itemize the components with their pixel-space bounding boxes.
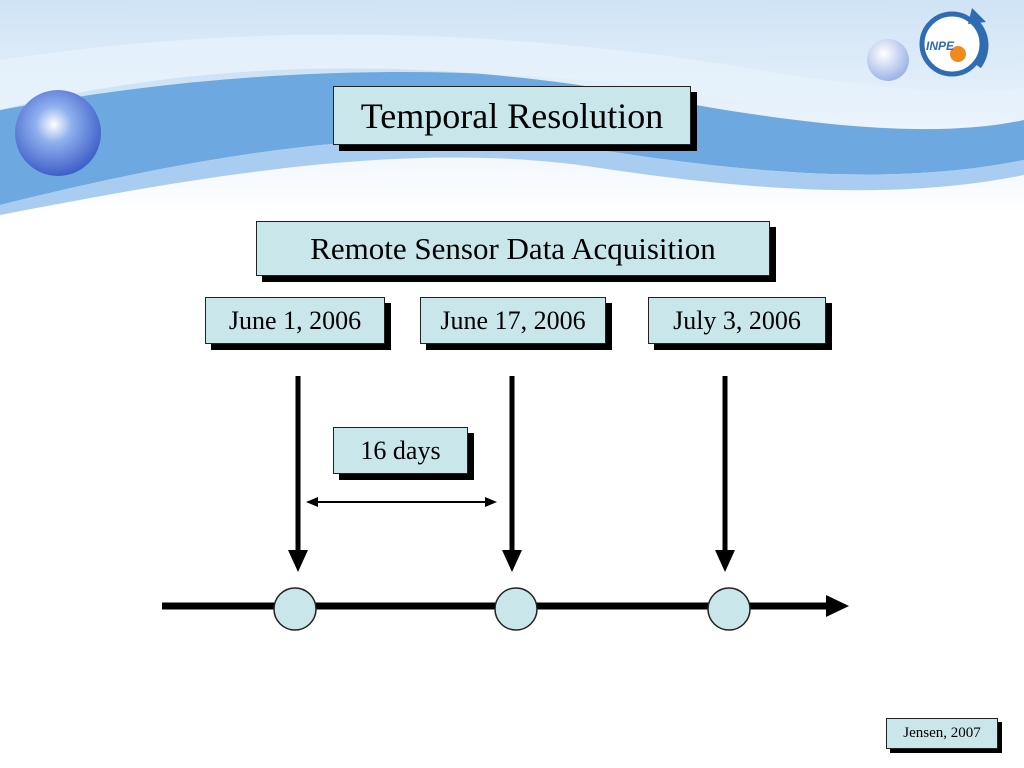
date-label-1: June 1, 2006 [205,297,385,344]
citation: Jensen, 2007 [886,718,998,749]
diagram-subtitle: Remote Sensor Data Acquisition [256,221,770,276]
interval-label: 16 days [333,427,468,474]
slide-title: Temporal Resolution [333,86,691,145]
date-label-3: July 3, 2006 [648,297,826,344]
acquisition-arrow-1 [288,376,308,572]
decorative-orb-small [867,39,909,81]
date-label-2: June 17, 2006 [420,297,606,344]
svg-text:INPE: INPE [926,39,955,53]
acquisition-node-3 [707,587,751,631]
decorative-orb [15,90,101,176]
acquisition-node-1 [273,587,317,631]
inpe-logo: INPE [919,8,989,77]
acquisition-node-2 [494,587,538,631]
interval-double-arrow [306,497,497,507]
acquisition-arrow-3 [715,376,735,572]
acquisition-arrow-2 [502,376,522,572]
